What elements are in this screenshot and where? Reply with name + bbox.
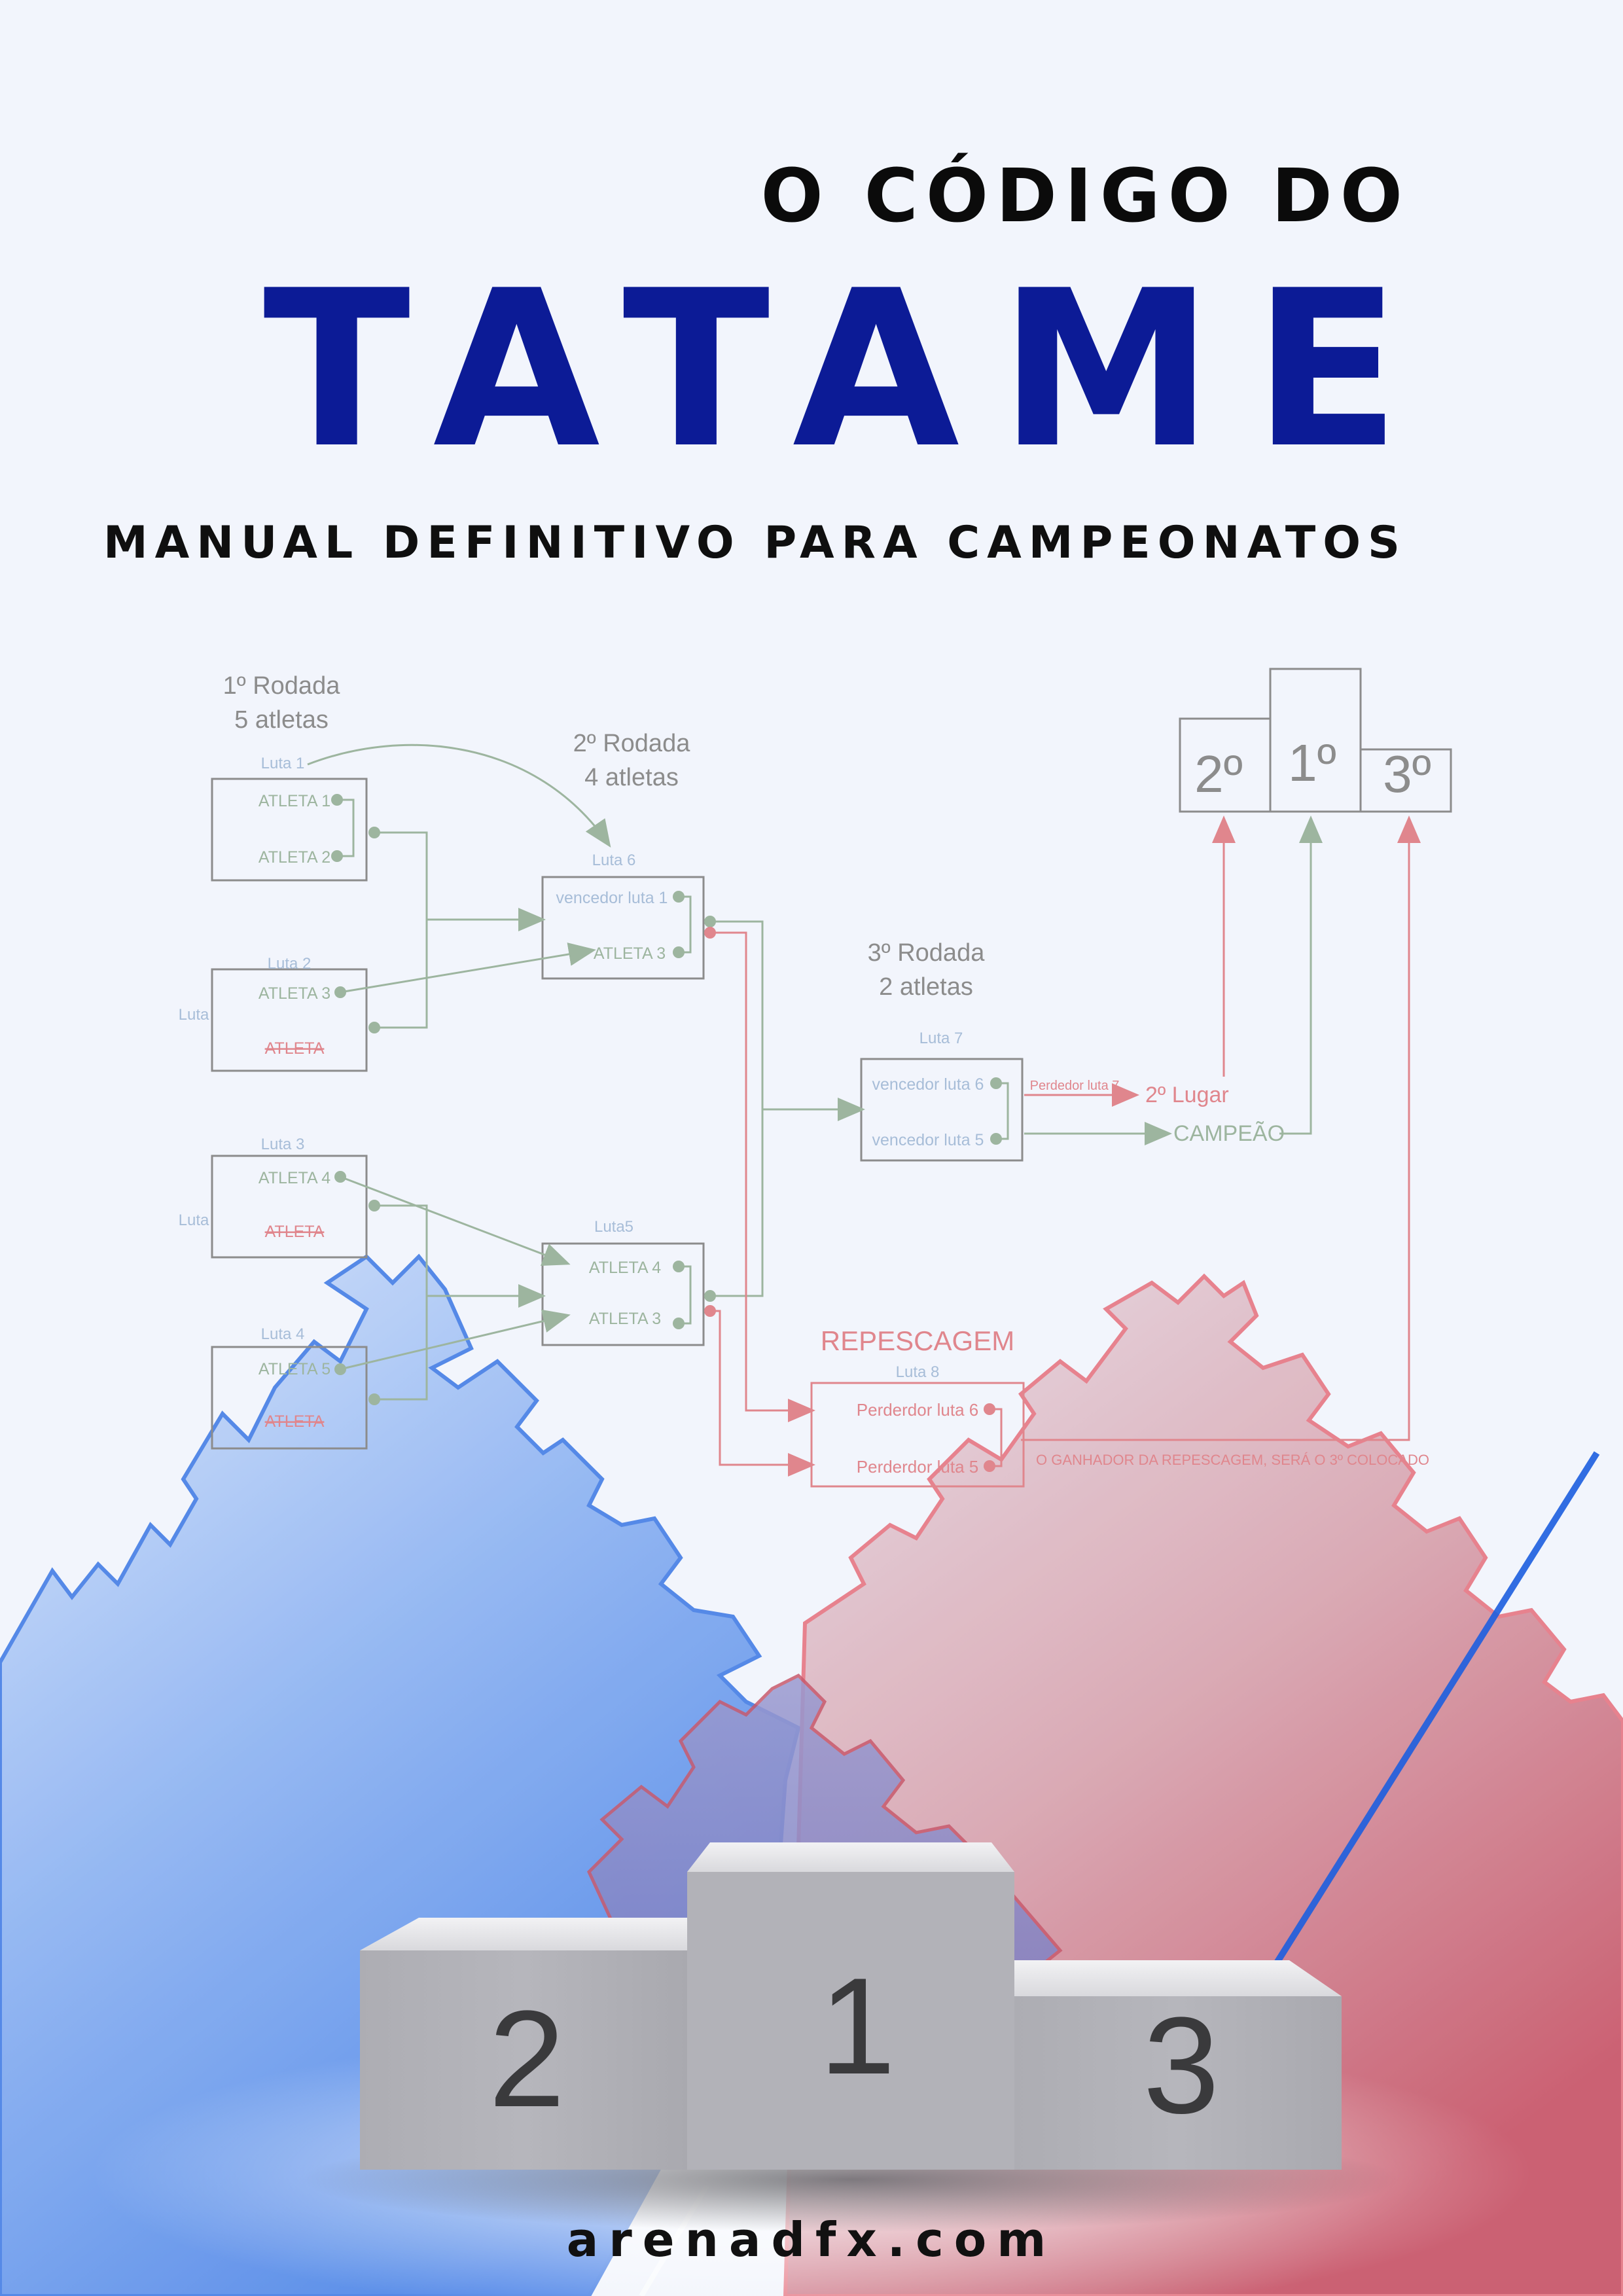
small-podium-second: 2º [1194,745,1243,803]
luta6-athlete-a: vencedor luta 1 [556,889,668,907]
podium-number-third: 3 [1143,1988,1220,2142]
champion-label: CAMPEÃO [1173,1121,1285,1146]
luta5-athlete-b: ATLETA 3 [589,1310,661,1328]
luta5-athlete-a: ATLETA 4 [589,1259,661,1277]
podium-number-first: 1 [819,1949,896,2103]
round2-line1: 2º Rodada [573,730,691,757]
repescagem-title: REPESCAGEM [821,1325,1014,1356]
round1-line2: 5 atletas [234,706,329,734]
podium-third-front [1014,1996,1342,2170]
round3-line1: 3º Rodada [868,939,986,967]
luta6-label: Luta 6 [592,852,636,869]
luta2-athlete-b: ATLETA [265,1039,325,1058]
repescagem-note: O GANHADOR DA REPESCAGEM, SERÁ O 3º COLO… [1036,1452,1429,1468]
luta1-athlete-a: ATLETA 1 [259,792,330,810]
luta1-athlete-b: ATLETA 2 [259,848,330,867]
luta2-athlete-a: ATLETA 3 [259,984,330,1003]
podium-first-top [687,1842,1014,1872]
luta6-athlete-b: ATLETA 3 [594,944,666,963]
luta4-label: Luta 4 [261,1325,305,1343]
luta2-side-label: Luta [179,1006,209,1024]
luta4-athlete-b: ATLETA [265,1412,325,1431]
podium-first-front [687,1872,1014,2170]
podium-number-second: 2 [489,1982,565,2136]
podium-third-top [1014,1960,1342,1996]
luta7-athlete-a: vencedor luta 6 [872,1075,984,1094]
podium [360,1842,1342,2170]
small-podium-third: 3º [1383,745,1431,803]
round2-line2: 4 atletas [584,764,679,791]
luta2-label: Luta 2 [268,955,312,973]
small-podium-first: 1º [1288,734,1336,792]
subtitle: MANUAL DEFINITIVO PARA CAMPEONATOS [103,517,1407,569]
luta1-label: Luta 1 [261,755,305,772]
luta3-athlete-b: ATLETA [265,1223,325,1241]
website-url: arenadfx.com [566,2212,1057,2267]
luta7-label: Luta 7 [919,1030,963,1047]
luta4-athlete-a: ATLETA 5 [259,1360,330,1378]
luta7-loser-label: Perdedor luta 7 [1030,1079,1120,1093]
second-place-label: 2º Lugar [1145,1083,1229,1107]
round1-line1: 1º Rodada [223,672,341,700]
title-main: TATAME [263,244,1440,495]
luta3-side-label: Luta [179,1211,209,1229]
podium-second-front [360,1950,687,2170]
round3-line2: 2 atletas [879,973,973,1001]
podium-second-top [360,1918,687,1950]
luta8-label: Luta 8 [896,1363,940,1381]
luta3-athlete-a: ATLETA 4 [259,1169,330,1187]
luta7-athlete-b: vencedor luta 5 [872,1131,984,1149]
luta8-athlete-b: Perderdor luta 5 [857,1457,978,1477]
luta5-label: Luta5 [594,1218,633,1236]
title-top: O CÓDIGO DO [760,154,1410,239]
luta8-athlete-a: Perderdor luta 6 [857,1400,978,1420]
luta3-label: Luta 3 [261,1136,305,1153]
